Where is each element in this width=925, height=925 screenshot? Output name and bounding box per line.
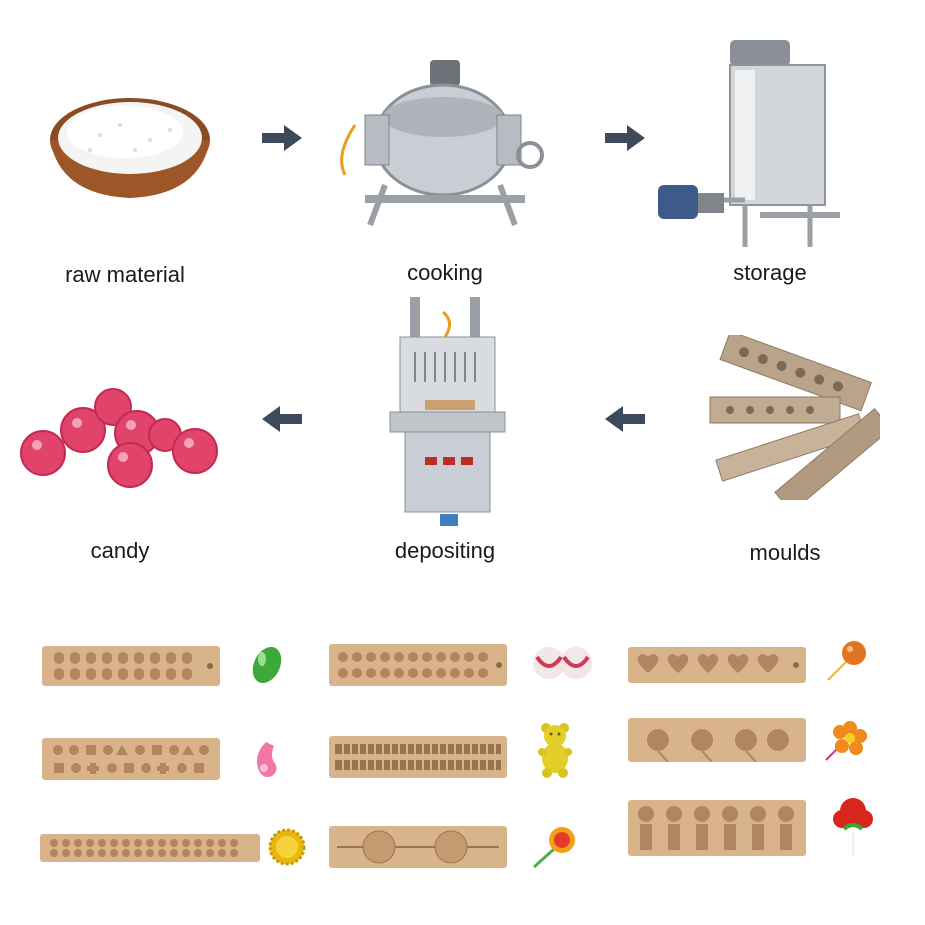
arrow-left-icon bbox=[605, 406, 645, 432]
raw-material-label: raw material bbox=[65, 262, 185, 287]
rose-cavity-mould bbox=[628, 800, 806, 856]
round-cavity-mould bbox=[329, 644, 507, 686]
rose-lollipop-icon bbox=[830, 795, 876, 857]
yellow-flower-candy-icon bbox=[268, 828, 306, 866]
shape-cavity-mould bbox=[42, 738, 220, 780]
storage-label: storage bbox=[733, 260, 807, 285]
large-disc-mould bbox=[329, 826, 507, 868]
cooking-image bbox=[325, 55, 550, 230]
flower-cavity-mould bbox=[628, 718, 806, 762]
arrow-right-icon bbox=[262, 125, 302, 151]
small-round-mould bbox=[40, 834, 260, 862]
green-gummy-icon bbox=[250, 643, 285, 688]
candy-label: candy bbox=[90, 538, 150, 563]
moulds-label: moulds bbox=[749, 540, 821, 565]
flower-lollipop-icon bbox=[822, 718, 868, 763]
raw-material-image bbox=[40, 80, 220, 210]
depositing-label: depositing bbox=[394, 538, 496, 563]
depositing-image bbox=[385, 292, 510, 532]
moulds-image bbox=[695, 335, 880, 500]
swirl-lollipop-candy-icon bbox=[532, 645, 594, 681]
pink-gummy-shape-icon bbox=[250, 738, 282, 783]
round-lollipop-icon bbox=[532, 824, 578, 869]
bear-cavity-mould bbox=[329, 736, 507, 778]
arrow-left-icon bbox=[262, 406, 302, 432]
cooking-label: cooking bbox=[407, 260, 483, 285]
heart-cavity-mould bbox=[628, 647, 806, 683]
arrow-right-icon bbox=[605, 125, 645, 151]
gummy-bear-icon bbox=[538, 722, 572, 778]
storage-image bbox=[650, 35, 850, 250]
heart-lollipop-icon bbox=[826, 638, 868, 683]
oval-cavity-mould bbox=[42, 646, 220, 686]
candy-image bbox=[15, 385, 220, 495]
